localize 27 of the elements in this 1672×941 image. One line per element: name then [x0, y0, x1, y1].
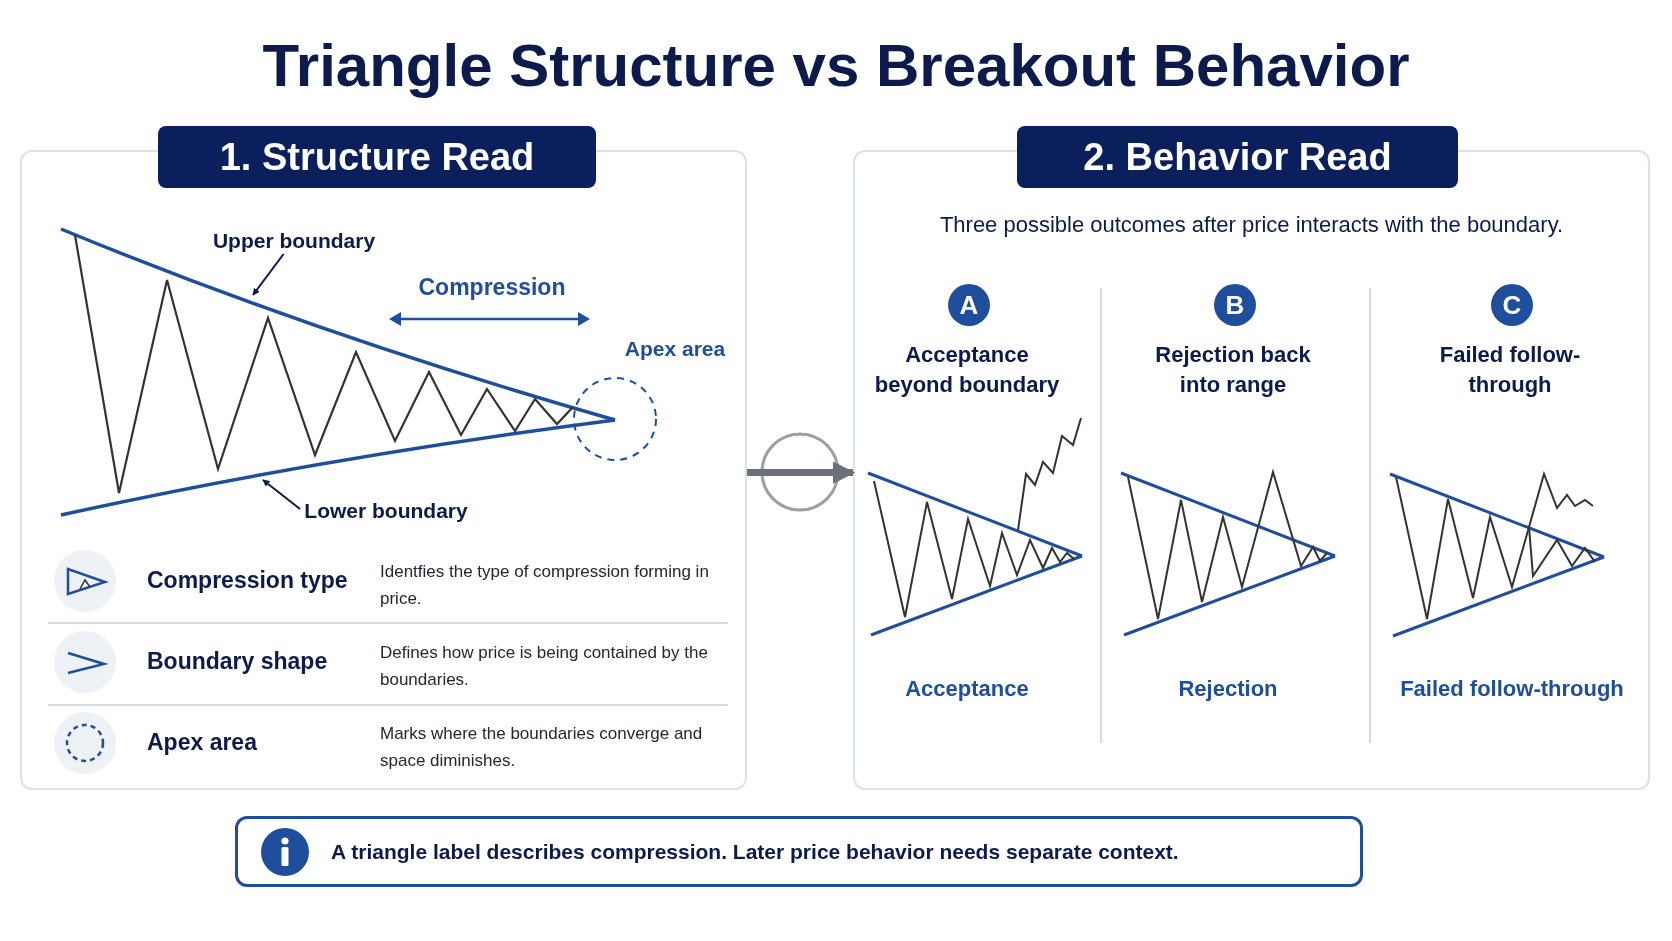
column-caption: Acceptance [904, 675, 1030, 703]
row-title: Apex area [147, 728, 259, 757]
row-description: Marks where the boundaries converge and space diminishes. [380, 723, 704, 772]
leader-line [252, 253, 285, 296]
callout-label: Apex area [623, 336, 727, 362]
callout-label: Upper boundary [210, 226, 378, 256]
callout-label: Lower boundary [302, 496, 470, 526]
panel-header: 2. Behavior Read [1017, 126, 1458, 188]
column-caption: Failed follow-through [1399, 675, 1625, 703]
row-description: Defines how price is being contained by the boundaries. [380, 642, 709, 691]
column-heading: Rejection back into range [1154, 341, 1312, 399]
letter-badge: C [1491, 284, 1533, 326]
row-description: Identfies the type of compression forming in price. [380, 561, 710, 610]
callout-label: Compression [417, 273, 567, 302]
column-heading: Failed follow-through [1438, 341, 1582, 399]
diagram-title: Triangle Structure vs Breakout Behavior [261, 31, 1411, 101]
letter-badge: A [948, 284, 990, 326]
note-text: A triangle label describes compression. Later price behavior needs separate context. [331, 838, 1179, 865]
panel-header: 1. Structure Read [158, 126, 596, 188]
panel-subtitle: Three possible outcomes after price interacts with the boundary. [938, 211, 1565, 239]
info-box [235, 816, 1363, 887]
row-title: Compression type [147, 566, 349, 595]
row-title: Boundary shape [147, 647, 329, 676]
column-heading: Acceptance beyond boundary [873, 341, 1061, 399]
leader-line [262, 479, 301, 510]
letter-badge: B [1214, 284, 1256, 326]
column-caption: Rejection [1177, 675, 1279, 703]
